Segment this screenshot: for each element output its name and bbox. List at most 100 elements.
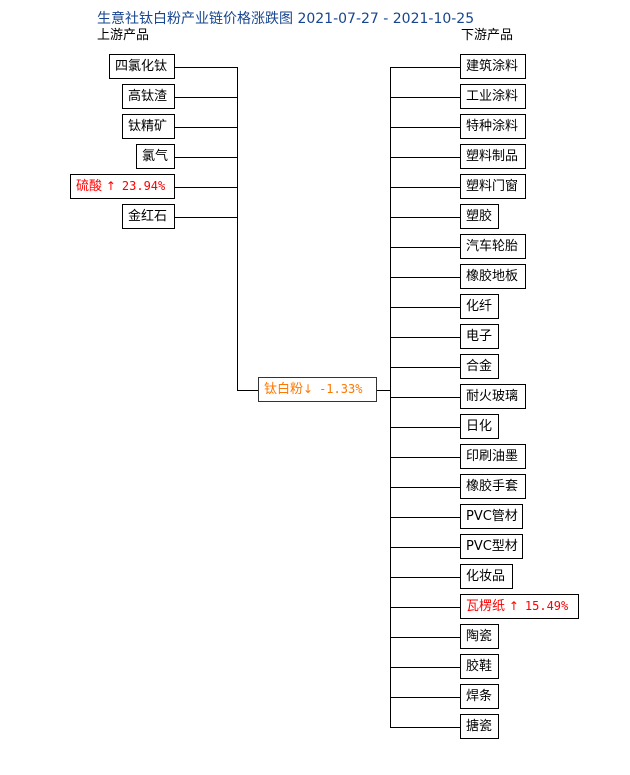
upstream-node-label: 四氯化钛 [115,59,168,74]
connector-line-horizontal [175,217,238,218]
upstream-node-3[interactable]: 钛精矿 [122,114,175,139]
connector-line-horizontal [390,547,461,548]
upstream-node-2[interactable]: 高钛渣 [122,84,175,109]
downstream-node-21[interactable]: 胶鞋 [460,654,499,679]
connector-line-horizontal [390,97,461,98]
connector-line-horizontal [390,637,461,638]
connector-line-horizontal [390,67,461,68]
upstream-node-4[interactable]: 氯气 [136,144,175,169]
downstream-node-18[interactable]: 化妆品 [460,564,513,589]
connector-line-horizontal [390,487,461,488]
downstream-node-4[interactable]: 塑料制品 [460,144,526,169]
upstream-node-label: 钛精矿 [128,119,168,134]
page-title: 生意社钛白粉产业链价格涨跌图 2021-07-27 - 2021-10-25 [97,11,475,27]
connector-line-horizontal [377,389,391,391]
center-node-change: -1.33% [319,382,363,396]
connector-line-horizontal [390,307,461,308]
downstream-node-22[interactable]: 焊条 [460,684,499,709]
downstream-node-label: 瓦楞纸 [466,599,506,614]
upstream-node-label: 氯气 [142,149,169,164]
downstream-node-17[interactable]: PVC型材 [460,534,523,559]
upstream-node-1[interactable]: 四氯化钛 [109,54,175,79]
connector-line-horizontal [390,577,461,578]
downstream-node-1[interactable]: 建筑涂料 [460,54,526,79]
downstream-node-23[interactable]: 搪瓷 [460,714,499,739]
connector-line-horizontal [390,397,461,398]
downstream-node-label: PVC管材 [466,509,518,524]
downstream-node-14[interactable]: 印刷油墨 [460,444,526,469]
downstream-node-label: 日化 [466,419,493,434]
downstream-node-16[interactable]: PVC管材 [460,504,523,529]
connector-line-horizontal [390,457,461,458]
downstream-node-label: 塑胶 [466,209,493,224]
downstream-node-7[interactable]: 汽车轮胎 [460,234,526,259]
downstream-node-label: 耐火玻璃 [466,389,519,404]
downstream-node-label: 化纤 [466,299,493,314]
downstream-node-20[interactable]: 陶瓷 [460,624,499,649]
connector-line-horizontal [175,127,238,128]
downstream-node-label: 胶鞋 [466,659,493,674]
downstream-node-label: 橡胶手套 [466,479,519,494]
up-arrow-icon: ↑ [505,599,519,613]
downstream-node-label: 陶瓷 [466,629,493,644]
downstream-node-5[interactable]: 塑料门窗 [460,174,526,199]
downstream-node-12[interactable]: 耐火玻璃 [460,384,526,409]
upstream-column-header: 上游产品 [97,28,150,43]
downstream-node-6[interactable]: 塑胶 [460,204,499,229]
connector-line-horizontal [390,427,461,428]
downstream-node-label: 印刷油墨 [466,449,519,464]
upstream-node-5[interactable]: 硫酸 ↑ 23.94% [70,174,175,199]
connector-line-horizontal [390,157,461,158]
downstream-node-label: 特种涂料 [466,119,519,134]
downstream-node-10[interactable]: 电子 [460,324,499,349]
downstream-node-label: 工业涂料 [466,89,519,104]
downstream-node-label: 合金 [466,359,493,374]
connector-line-vertical [390,67,391,727]
downstream-node-label: 搪瓷 [466,719,493,734]
downstream-node-11[interactable]: 合金 [460,354,499,379]
upstream-node-label: 金红石 [128,209,168,224]
center-node-label: 钛白粉 [264,382,304,397]
connector-line-horizontal [390,367,461,368]
upstream-node-change: 23.94% [121,179,166,193]
downstream-node-label: 建筑涂料 [466,59,519,74]
connector-line-horizontal [175,97,238,98]
downstream-node-label: 汽车轮胎 [466,239,519,254]
connector-line-horizontal [390,217,461,218]
downstream-node-label: 化妆品 [466,569,506,584]
downstream-node-label: 塑料制品 [466,149,519,164]
downstream-node-19[interactable]: 瓦楞纸 ↑ 15.49% [460,594,579,619]
connector-line-horizontal [390,607,461,608]
upstream-node-6[interactable]: 金红石 [122,204,175,229]
up-arrow-icon: ↑ [102,179,116,193]
downstream-column-header: 下游产品 [461,28,514,43]
downstream-node-label: 塑料门窗 [466,179,519,194]
center-node-titanium-dioxide[interactable]: 钛白粉↓ -1.33% [258,377,377,402]
down-arrow-icon: ↓ [303,382,314,396]
connector-line-horizontal [390,247,461,248]
connector-line-horizontal [237,389,258,391]
downstream-node-2[interactable]: 工业涂料 [460,84,526,109]
downstream-node-3[interactable]: 特种涂料 [460,114,526,139]
downstream-node-8[interactable]: 橡胶地板 [460,264,526,289]
connector-line-horizontal [175,157,238,158]
connector-line-horizontal [390,667,461,668]
connector-line-vertical [237,67,238,390]
downstream-node-label: PVC型材 [466,539,518,554]
downstream-node-15[interactable]: 橡胶手套 [460,474,526,499]
downstream-node-13[interactable]: 日化 [460,414,499,439]
upstream-node-label: 硫酸 [76,179,103,194]
connector-line-horizontal [390,727,461,728]
upstream-node-label: 高钛渣 [128,89,168,104]
downstream-node-change: 15.49% [524,599,569,613]
connector-line-horizontal [390,337,461,338]
connector-line-horizontal [175,187,238,188]
downstream-node-label: 电子 [466,329,493,344]
downstream-node-9[interactable]: 化纤 [460,294,499,319]
connector-line-horizontal [175,67,238,68]
connector-line-horizontal [390,697,461,698]
connector-line-horizontal [390,517,461,518]
downstream-node-label: 焊条 [466,689,493,704]
downstream-node-label: 橡胶地板 [466,269,519,284]
